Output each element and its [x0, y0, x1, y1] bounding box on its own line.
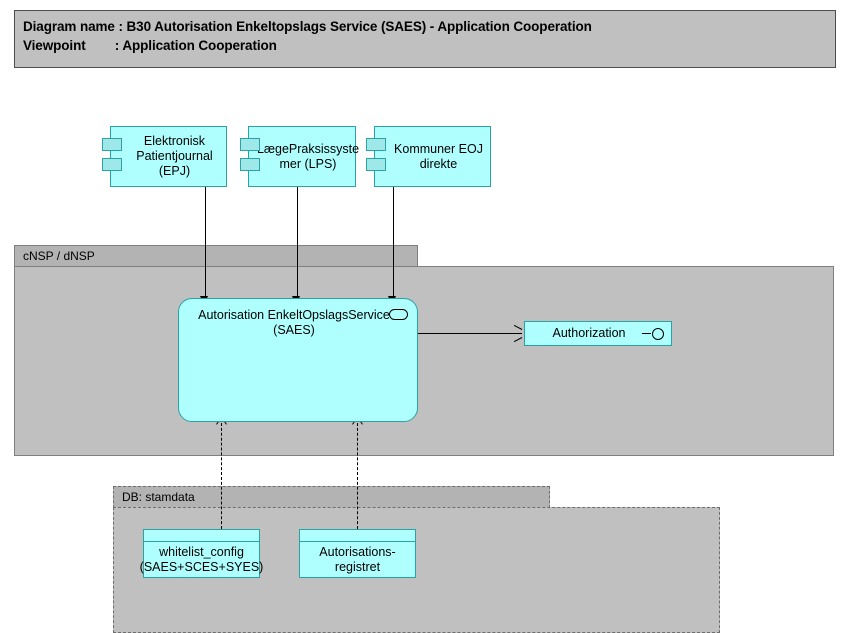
component-laegepraksissystemer[interactable]: LægePraksissyste mer (LPS) [240, 126, 359, 187]
diagram-name-line: Diagram name : B30 Autorisation Enkeltop… [23, 19, 592, 34]
component-kommuner-eoj-direkte-label: Kommuner EOJ direkte [394, 141, 483, 171]
provided-interface-lollipop-icon [642, 327, 664, 340]
component-tab-icon [240, 138, 260, 151]
application-interface-authorization[interactable]: Authorization [524, 321, 672, 346]
connector-whitelist-to-saes [221, 423, 222, 529]
diagram-title-box: Diagram name : B30 Autorisation Enkeltop… [14, 10, 836, 68]
data-object-whitelist-config[interactable]: whitelist_config (SAES+SCES+SYES) [139, 529, 264, 578]
application-service-saes[interactable]: Autorisation EnkeltOpslagsService (SAES) [178, 298, 418, 422]
data-object-header-bar [144, 530, 259, 542]
group-cnsp-dnsp-body [14, 266, 834, 456]
application-service-saes-label: Autorisation EnkeltOpslagsService (SAES) [198, 308, 390, 337]
group-db-stamdata-tab: DB: stamdata [113, 486, 550, 508]
component-elektronisk-patientjournal[interactable]: Elektronisk Patientjournal (EPJ) [102, 126, 227, 187]
connector-kommuner-to-saes [393, 187, 394, 298]
component-elektronisk-patientjournal-label: Elektronisk Patientjournal (EPJ) [136, 134, 213, 178]
group-cnsp-dnsp[interactable]: cNSP / dNSP [14, 245, 834, 456]
connector-saes-to-authorization-arrowhead [513, 328, 523, 338]
component-tab-icon [366, 138, 386, 151]
group-cnsp-dnsp-tab: cNSP / dNSP [14, 245, 418, 267]
connector-saes-to-authorization [418, 333, 522, 334]
component-tab-icon [102, 158, 122, 171]
data-object-whitelist-config-label: whitelist_config (SAES+SCES+SYES) [139, 544, 264, 574]
group-cnsp-dnsp-label: cNSP / dNSP [23, 249, 95, 263]
group-db-stamdata-label: DB: stamdata [122, 490, 195, 504]
data-object-autorisationsregistret-label: Autorisations- registret [319, 544, 396, 574]
data-object-autorisationsregistret[interactable]: Autorisations- registret [299, 529, 416, 578]
component-kommuner-eoj-direkte[interactable]: Kommuner EOJ direkte [366, 126, 491, 187]
component-tab-icon [366, 158, 386, 171]
application-service-icon [389, 309, 408, 320]
component-tab-icon [240, 158, 260, 171]
component-laegepraksissystemer-label: LægePraksissyste mer (LPS) [256, 141, 360, 171]
viewpoint-line: Viewpoint : Application Cooperation [23, 38, 277, 53]
application-interface-authorization-label: Authorization [552, 326, 626, 340]
connector-epj-to-saes [205, 187, 206, 298]
connector-lps-to-saes [297, 187, 298, 298]
connector-autreg-to-saes [357, 423, 358, 529]
data-object-header-bar [300, 530, 415, 542]
component-tab-icon [102, 138, 122, 151]
